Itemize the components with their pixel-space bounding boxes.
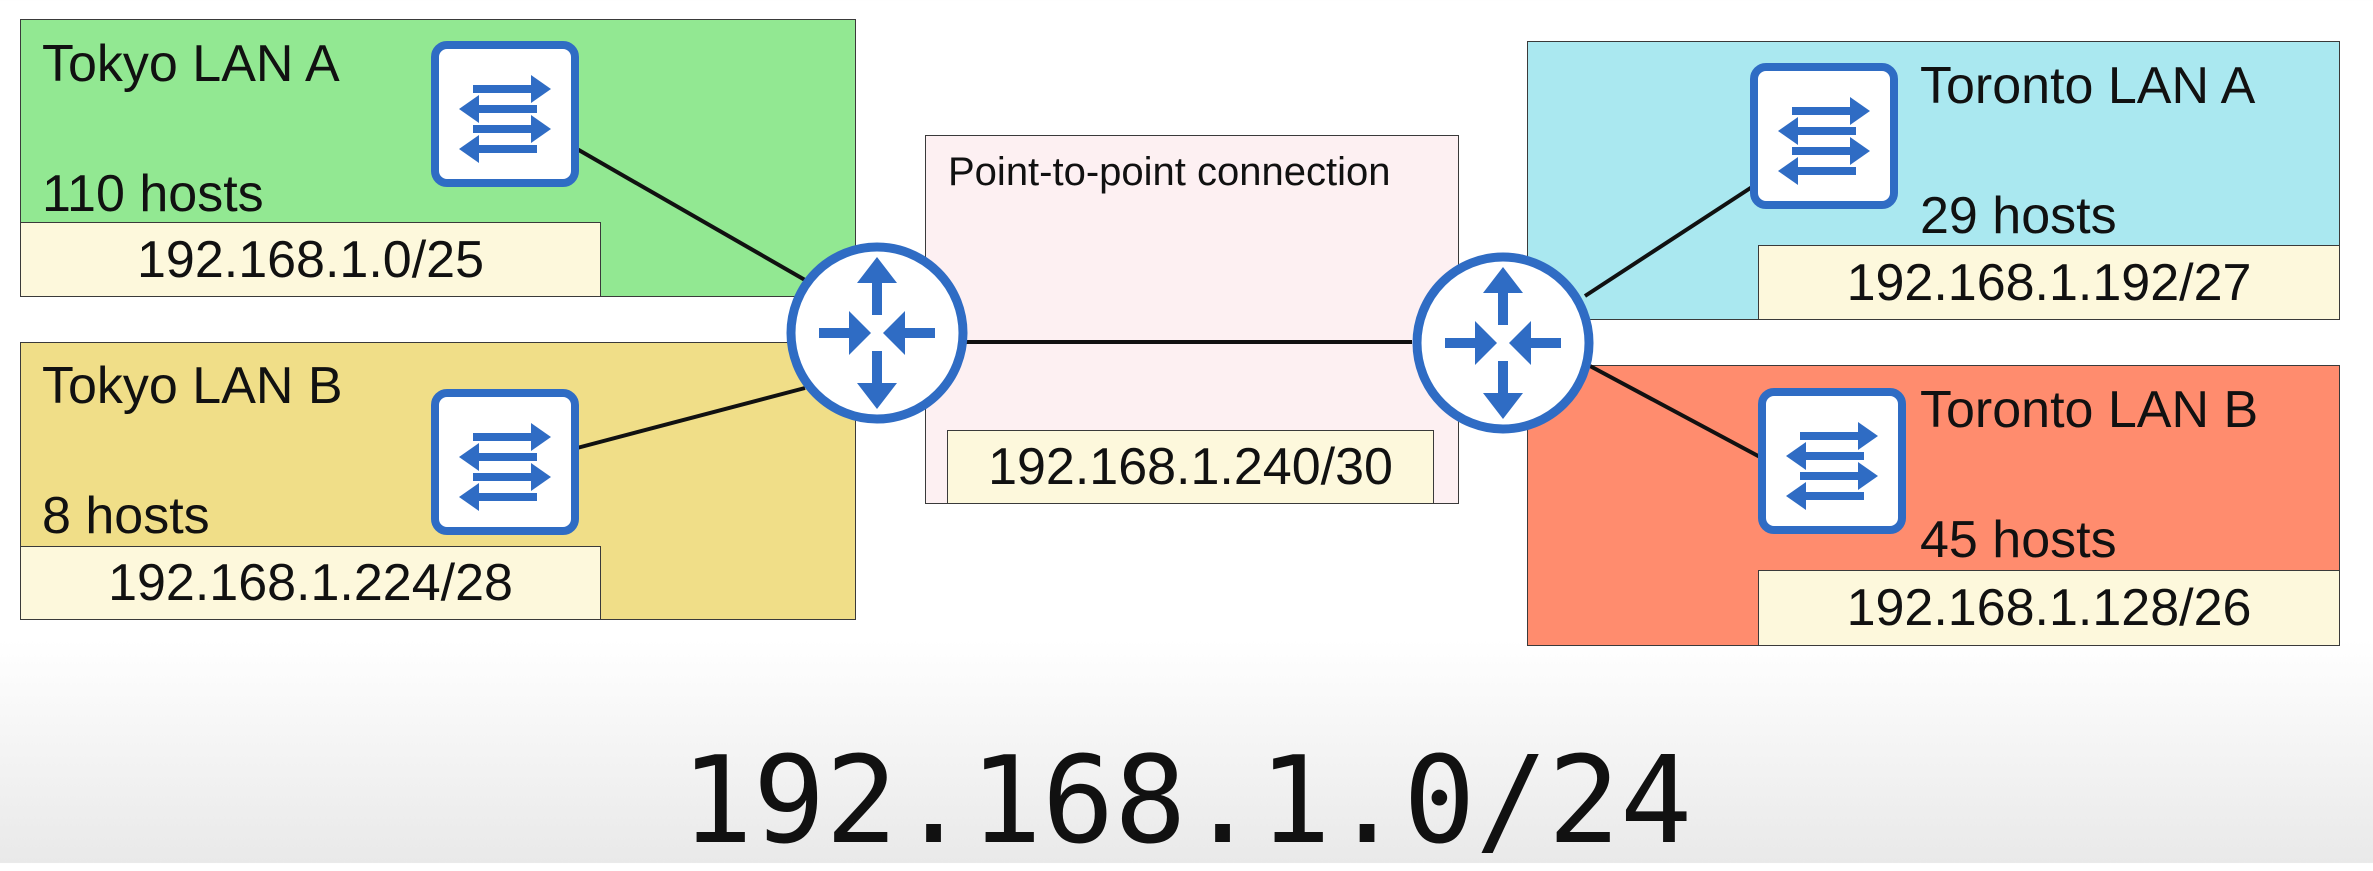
tokyo-lan-a-switch-icon xyxy=(431,41,579,187)
tokyo-router-icon xyxy=(785,241,969,425)
tokyo-lan-b-switch-icon xyxy=(431,389,579,535)
tokyo-lan-b-subnet: 192.168.1.224/28 xyxy=(20,546,601,620)
link-tokyo-b xyxy=(576,386,806,450)
tokyo-lan-a-hosts: 110 hosts xyxy=(42,165,264,223)
toronto-lan-a-subnet: 192.168.1.192/27 xyxy=(1758,245,2340,320)
toronto-lan-a-name: Toronto LAN A xyxy=(1920,57,2256,115)
toronto-lan-b-switch-icon xyxy=(1758,388,1906,534)
toronto-lan-b-name: Toronto LAN B xyxy=(1920,381,2259,439)
link-toronto-b xyxy=(1589,364,1761,459)
ptp-label: Point-to-point connection xyxy=(948,150,1391,194)
toronto-lan-b-hosts: 45 hosts xyxy=(1920,511,2117,569)
toronto-lan-a-switch-icon xyxy=(1750,63,1898,209)
ptp-subnet: 192.168.1.240/30 xyxy=(947,430,1434,504)
network-address: 192.168.1.0/24 xyxy=(680,732,1693,871)
tokyo-lan-a-subnet: 192.168.1.0/25 xyxy=(20,222,601,297)
tokyo-lan-b-hosts: 8 hosts xyxy=(42,487,210,545)
toronto-router-icon xyxy=(1411,251,1595,435)
tokyo-lan-a-name: Tokyo LAN A xyxy=(42,35,340,93)
link-tokyo-a xyxy=(576,147,806,282)
toronto-lan-b-subnet: 192.168.1.128/26 xyxy=(1758,570,2340,646)
link-toronto-a xyxy=(1583,185,1754,298)
toronto-lan-a-hosts: 29 hosts xyxy=(1920,187,2117,245)
tokyo-lan-b-name: Tokyo LAN B xyxy=(42,357,343,415)
